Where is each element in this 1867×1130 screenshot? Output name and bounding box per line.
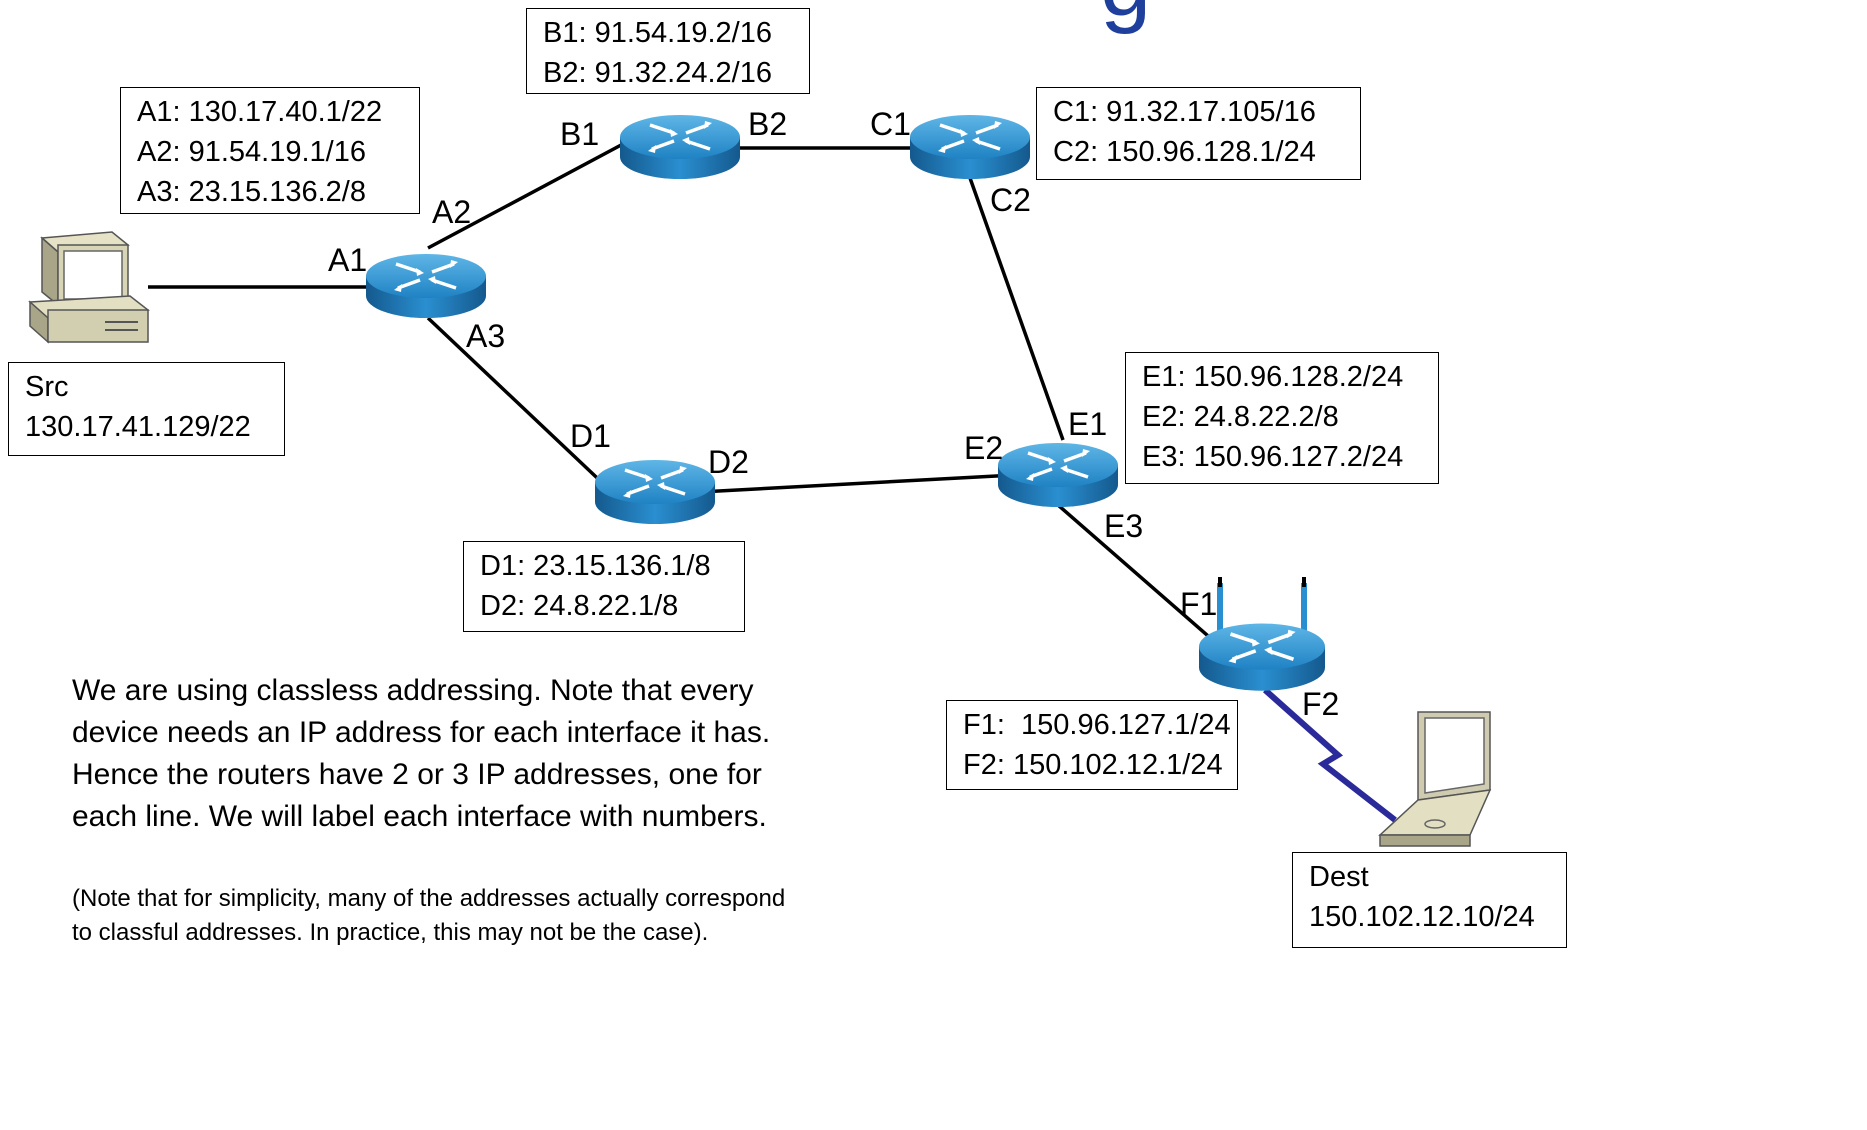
link-d2-e2 bbox=[699, 473, 1016, 494]
footnote-line: to classful addresses. In practice, this… bbox=[72, 919, 709, 946]
address-f2: F2: 150.102.12.1/24 bbox=[963, 749, 1223, 781]
interface-label-d1: D1 bbox=[570, 418, 611, 454]
interface-label-c2: C2 bbox=[990, 182, 1031, 218]
link-e3-f1 bbox=[1056, 503, 1217, 644]
interface-label-b2: B2 bbox=[748, 106, 788, 142]
interface-label-f1: F1 bbox=[1180, 586, 1218, 622]
router-e bbox=[996, 441, 1120, 509]
router-f-address-box: F1: 150.96.127.1/24 F2: 150.102.12.1/24 bbox=[946, 700, 1238, 790]
explanation-line: device needs an IP address for each inte… bbox=[72, 716, 771, 749]
interface-label-a3: A3 bbox=[466, 318, 506, 354]
address-a3: A3: 23.15.136.2/8 bbox=[137, 176, 366, 208]
address-d2: D2: 24.8.22.1/8 bbox=[480, 590, 679, 622]
address-e2: E2: 24.8.22.2/8 bbox=[1142, 401, 1339, 433]
wireless-link bbox=[1263, 687, 1397, 823]
address-b1: B1: 91.54.19.2/16 bbox=[543, 17, 772, 49]
src-label: Src bbox=[25, 371, 69, 403]
interface-label-b1: B1 bbox=[560, 116, 600, 152]
src-address-box: Src 130.17.41.129/22 bbox=[8, 362, 285, 456]
address-f1: F1: 150.96.127.1/24 bbox=[963, 709, 1231, 741]
dest-address-box: Dest 150.102.12.10/24 bbox=[1292, 852, 1567, 948]
router-a-address-box: A1: 130.17.40.1/22 A2: 91.54.19.1/16 A3:… bbox=[120, 87, 420, 214]
interface-label-d2: D2 bbox=[708, 444, 749, 480]
address-b2: B2: 91.32.24.2/16 bbox=[543, 57, 772, 89]
interface-label-a1: A1 bbox=[328, 242, 368, 278]
address-a2: A2: 91.54.19.1/16 bbox=[137, 136, 366, 168]
router-d bbox=[593, 458, 717, 526]
address-c2: C2: 150.96.128.1/24 bbox=[1053, 136, 1316, 168]
address-d1: D1: 23.15.136.1/8 bbox=[480, 550, 711, 582]
dest-address: 150.102.12.10/24 bbox=[1309, 901, 1535, 933]
router-b-address-box: B1: 91.54.19.2/16 B2: 91.32.24.2/16 bbox=[526, 8, 810, 94]
router-b bbox=[618, 113, 742, 181]
link-a3-d1 bbox=[426, 316, 614, 494]
src-address: 130.17.41.129/22 bbox=[25, 411, 251, 443]
interface-label-e1: E1 bbox=[1068, 406, 1108, 442]
interface-label-f2: F2 bbox=[1302, 686, 1340, 722]
address-e3: E3: 150.96.127.2/24 bbox=[1142, 441, 1404, 473]
dest-label: Dest bbox=[1309, 861, 1369, 893]
explanation-paragraph: We are using classless addressing. Note … bbox=[72, 670, 770, 838]
interface-label-a2: A2 bbox=[432, 194, 472, 230]
link-c2-e1 bbox=[968, 177, 1065, 441]
router-c bbox=[908, 113, 1032, 181]
laptop-icon bbox=[1378, 711, 1492, 847]
address-c1: C1: 91.32.17.105/16 bbox=[1053, 96, 1316, 128]
address-a1: A1: 130.17.40.1/22 bbox=[137, 96, 383, 128]
desktop-computer-icon bbox=[28, 231, 150, 344]
explanation-line: We are using classless addressing. Note … bbox=[72, 674, 754, 707]
page-title-fragment: g bbox=[1100, 0, 1151, 30]
footnote: (Note that for simplicity, many of the a… bbox=[72, 882, 785, 950]
interface-label-c1: C1 bbox=[870, 106, 911, 142]
explanation-line: Hence the routers have 2 or 3 IP address… bbox=[72, 758, 762, 791]
router-a bbox=[364, 252, 488, 320]
router-c-address-box: C1: 91.32.17.105/16 C2: 150.96.128.1/24 bbox=[1036, 87, 1361, 180]
router-d-address-box: D1: 23.15.136.1/8 D2: 24.8.22.1/8 bbox=[463, 541, 745, 632]
explanation-line: each line. We will label each interface … bbox=[72, 800, 767, 833]
router-f bbox=[1197, 577, 1327, 693]
footnote-line: (Note that for simplicity, many of the a… bbox=[72, 885, 786, 912]
router-e-address-box: E1: 150.96.128.2/24 E2: 24.8.22.2/8 E3: … bbox=[1125, 352, 1439, 484]
interface-label-e3: E3 bbox=[1104, 508, 1144, 544]
address-e1: E1: 150.96.128.2/24 bbox=[1142, 361, 1404, 393]
link-a2-b1 bbox=[427, 134, 639, 250]
interface-label-e2: E2 bbox=[964, 430, 1004, 466]
